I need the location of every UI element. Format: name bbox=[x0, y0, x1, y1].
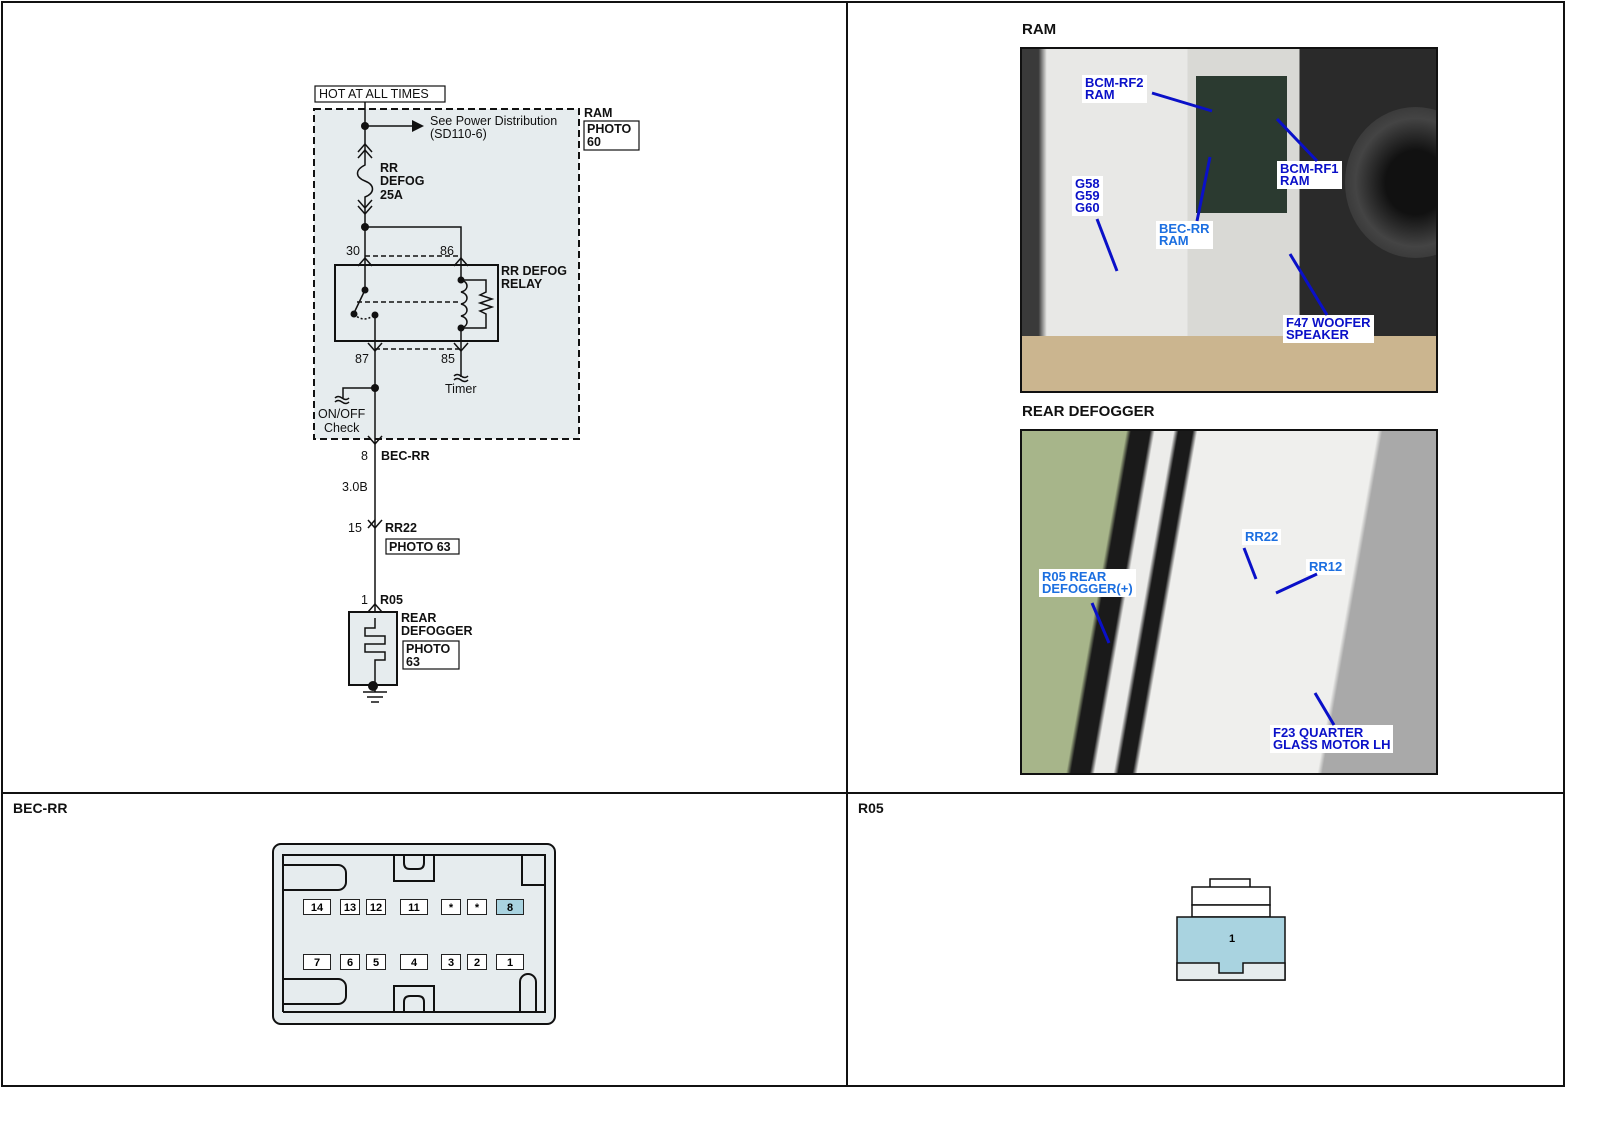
hot-at-all-times-label: HOT AT ALL TIMES bbox=[319, 87, 429, 101]
wire-label: 3.0B bbox=[342, 480, 368, 494]
fuse-label-1: RR bbox=[380, 161, 398, 175]
r05-pin: 1 bbox=[361, 593, 368, 607]
bec-rr-pin: 4 bbox=[400, 954, 428, 970]
bec-pin: 8 bbox=[361, 449, 368, 463]
page-frame bbox=[1, 1, 1565, 1087]
r05-name: R05 bbox=[380, 593, 403, 607]
ram-photo-ref[interactable]: PHOTO bbox=[587, 122, 631, 136]
pin-87: 87 bbox=[355, 352, 369, 366]
divider-horizontal bbox=[1, 792, 1565, 794]
relay-label-1: RR DEFOG bbox=[501, 264, 567, 278]
photo-label-rr22: RR22 bbox=[1242, 529, 1282, 545]
ram-box bbox=[313, 108, 580, 440]
bec-rr-pin: 2 bbox=[467, 954, 487, 970]
divider-vertical bbox=[846, 1, 848, 1087]
bec-rr-pin: 1 bbox=[496, 954, 524, 970]
see-power-link[interactable]: See Power Distribution bbox=[430, 114, 557, 128]
defogger-label-2: DEFOGGER bbox=[401, 624, 473, 638]
r05-connector bbox=[1176, 878, 1286, 981]
photo-label-f23: F23 QUARTER GLASS MOTOR LH bbox=[1270, 725, 1394, 753]
see-power-ref[interactable]: (SD110-6) bbox=[430, 127, 487, 141]
bec-rr-pin: 14 bbox=[303, 899, 331, 915]
bec-rr-pin: 5 bbox=[366, 954, 386, 970]
ram-photo: BCM-RF2 RAM BCM-RF1 RAM G58 G59 G60 BEC-… bbox=[1020, 47, 1438, 393]
photo-label-bcm-rf2: BCM-RF2 RAM bbox=[1082, 75, 1147, 103]
relay-label-2: RELAY bbox=[501, 277, 543, 291]
rr22-pin: 15 bbox=[348, 521, 362, 535]
fuse-rating: 25A bbox=[380, 188, 403, 202]
bec-rr-pin: 6 bbox=[340, 954, 360, 970]
defogger-photo-num[interactable]: 63 bbox=[406, 655, 420, 669]
bec-rr-pin: 11 bbox=[400, 899, 428, 915]
defogger-photo-title: REAR DEFOGGER bbox=[1022, 403, 1155, 420]
pin-30: 30 bbox=[346, 244, 360, 258]
defogger-photo-ref[interactable]: PHOTO bbox=[406, 642, 450, 656]
rr22-text: RR22 bbox=[1245, 529, 1279, 544]
rr22-photo-ref[interactable]: PHOTO 63 bbox=[389, 540, 451, 554]
ram-photo-title: RAM bbox=[1022, 21, 1057, 38]
bec-rr-pin: * bbox=[441, 899, 461, 915]
r05-pin-1: 1 bbox=[1228, 933, 1236, 945]
pin-85: 85 bbox=[441, 352, 455, 366]
bec-rr-pin: 12 bbox=[366, 899, 386, 915]
bec-rr-connector-title: BEC-RR bbox=[13, 800, 68, 816]
photo-label-bec-rr: BEC-RR RAM bbox=[1156, 221, 1213, 249]
bec-rr-pin: * bbox=[467, 899, 487, 915]
photo-label-f47: F47 WOOFER SPEAKER bbox=[1283, 315, 1374, 343]
bec-rr-pin: 7 bbox=[303, 954, 331, 970]
onoff-label: ON/OFF bbox=[318, 407, 366, 421]
timer-label: Timer bbox=[445, 382, 476, 396]
photo-label-rr12: RR12 bbox=[1306, 559, 1346, 575]
bec-rr-pin: 8 bbox=[496, 899, 524, 915]
defogger-photo: RR22 RR12 R05 REAR DEFOGGER(+) F23 QUART… bbox=[1020, 429, 1438, 775]
photo-label-r05: R05 REAR DEFOGGER(+) bbox=[1039, 569, 1136, 597]
bec-rr-pin: 3 bbox=[441, 954, 461, 970]
bec-rr-name: BEC-RR bbox=[381, 449, 430, 463]
bec-rr-connector bbox=[272, 843, 556, 1025]
photo-label-g58-g60: G58 G59 G60 bbox=[1072, 176, 1103, 216]
fuse-label-2: DEFOG bbox=[380, 174, 424, 188]
bec-rr-pin: 13 bbox=[340, 899, 360, 915]
pin-86: 86 bbox=[440, 244, 454, 258]
defogger-label-1: REAR bbox=[401, 611, 436, 625]
ram-label: RAM bbox=[584, 106, 612, 120]
check-label: Check bbox=[324, 421, 360, 435]
ram-photo-num[interactable]: 60 bbox=[587, 135, 601, 149]
rr22-name: RR22 bbox=[385, 521, 417, 535]
r05-connector-title: R05 bbox=[858, 800, 884, 816]
photo-label-bcm-rf1: BCM-RF1 RAM bbox=[1277, 161, 1342, 189]
hot-label-box bbox=[314, 85, 446, 103]
wiring-schematic: HOT AT ALL TIMES See Power Distribution … bbox=[313, 85, 640, 703]
